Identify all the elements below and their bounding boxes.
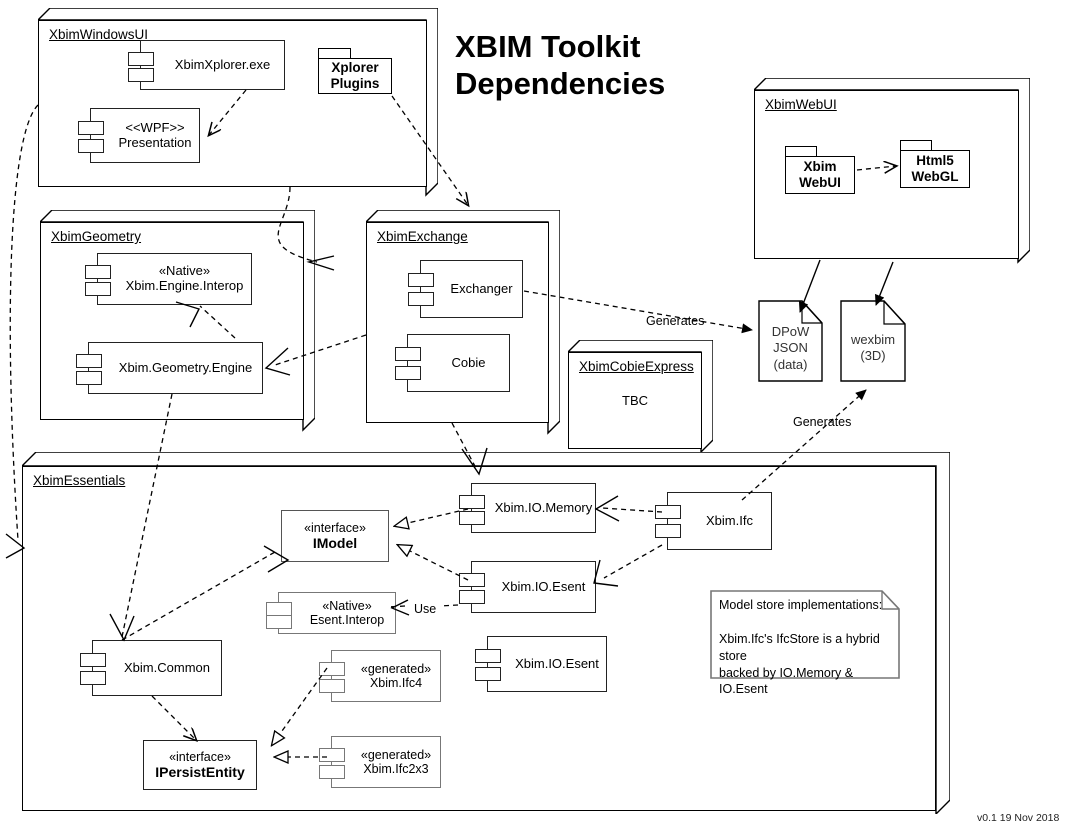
component-xbim-ifc[interactable]: Xbim.Ifc <box>655 492 772 550</box>
component-xbim-io-esent[interactable]: Xbim.IO.Esent <box>459 561 596 613</box>
port-icon <box>80 652 106 667</box>
port-icon <box>78 120 104 135</box>
component-native-xbim-engine-interop[interactable]: «Native» Xbim.Engine.Interop <box>85 253 252 305</box>
component-label: «Native» Esent.Interop <box>309 598 385 627</box>
component-cobie[interactable]: Cobie <box>395 334 510 392</box>
folder-label: Xbim WebUI <box>785 156 855 194</box>
interface-name: IPersistEntity <box>155 764 245 780</box>
folder-html5-webgl[interactable]: Html5 WebGL <box>900 140 970 188</box>
component-xbim-io-memory[interactable]: Xbim.IO.Memory <box>459 483 596 533</box>
port-icon <box>266 615 292 630</box>
xbim-windows-ui-package-title: XbimWindowsUI <box>49 27 149 42</box>
component-label: «generated» Xbim.Ifc2x3 <box>360 747 432 776</box>
xbim-cobie-express-body-text: TBC <box>622 393 648 408</box>
artifact-label: DPoW JSON (data) <box>771 324 810 372</box>
interface-ipersistentity[interactable]: «interface» IPersistEntity <box>143 740 257 790</box>
edge-webui-to-wexbim <box>875 261 894 306</box>
document-shape-icon <box>758 300 823 382</box>
port-icon <box>655 524 681 539</box>
component-generated-xbim-ifc4[interactable]: «generated» Xbim.Ifc4 <box>319 650 441 702</box>
port-icon <box>85 282 111 296</box>
artifact-wexbim[interactable]: wexbim (3D) <box>840 300 906 382</box>
xbim-essentials-package-title: XbimEssentials <box>33 473 126 488</box>
note-model-store: Model store implementations: Xbim.Ifc's … <box>710 590 900 696</box>
folder-xplorer-plugins[interactable]: Xplorer Plugins <box>318 48 392 94</box>
edge-exchange-to-essentials <box>451 422 478 471</box>
port-icon <box>85 265 111 279</box>
port-icon <box>319 662 345 676</box>
port-icon <box>128 67 154 82</box>
component-label: Xbim.IO.Esent <box>501 578 586 594</box>
component-label: <<WPF>> Presentation <box>118 119 192 150</box>
version-stamp: v0.1 19 Nov 2018 <box>977 812 1060 824</box>
port-icon <box>459 510 485 525</box>
port-icon <box>408 273 434 288</box>
artifact-label: wexbim (3D) <box>850 332 896 364</box>
port-icon <box>76 354 102 368</box>
edge-label-generates-dpow: Generates <box>646 314 705 328</box>
note-shape-icon <box>710 590 900 679</box>
port-icon <box>459 573 485 587</box>
component-label: Xbim.IO.Esent <box>515 655 599 671</box>
component-label: Xbim.Ifc <box>706 512 753 528</box>
edge-exchanger-generates-dpow <box>523 290 753 334</box>
component-label: XbimXplorer.exe <box>174 56 271 72</box>
edge-label-generates-wexbim: Generates <box>793 415 852 429</box>
port-icon <box>319 748 345 762</box>
component-native-esent-interop[interactable]: «Native» Esent.Interop <box>266 592 396 634</box>
port-icon <box>80 671 106 686</box>
component-label: Exchanger <box>450 280 513 296</box>
port-icon <box>655 505 681 520</box>
component-label: Xbim.Geometry.Engine <box>118 359 253 375</box>
interface-stereotype: «interface» <box>304 521 366 535</box>
component-label: «generated» Xbim.Ifc4 <box>360 661 432 690</box>
folder-label: Html5 WebGL <box>900 150 970 188</box>
port-icon <box>266 601 292 616</box>
port-icon <box>475 648 501 663</box>
document-shape-icon <box>840 300 906 382</box>
note-text: Model store implementations: Xbim.Ifc's … <box>719 598 883 697</box>
folder-xbim-webui[interactable]: Xbim WebUI <box>785 146 855 194</box>
port-icon <box>475 667 501 682</box>
xbim-cobie-express-package: XbimCobieExpress TBC <box>568 352 702 449</box>
component-xbim-geometry-engine[interactable]: Xbim.Geometry.Engine <box>76 342 263 394</box>
port-icon <box>408 292 434 307</box>
artifact-dpow-json[interactable]: DPoW JSON (data) <box>758 300 823 382</box>
port-icon <box>76 371 102 385</box>
port-icon <box>459 590 485 604</box>
interface-stereotype: «interface» <box>169 750 231 764</box>
xbim-cobie-express-package-title: XbimCobieExpress <box>579 359 694 374</box>
port-icon <box>128 51 154 66</box>
xbim-exchange-package-title: XbimExchange <box>377 229 468 244</box>
arrowhead-windowsui-to-geometry <box>306 255 335 271</box>
component-label: Cobie <box>451 354 486 370</box>
port-icon <box>319 679 345 693</box>
port-icon <box>395 347 421 362</box>
xbim-web-ui-package-title: XbimWebUI <box>765 97 837 112</box>
component-label: Xbim.IO.Memory <box>494 499 593 515</box>
port-icon <box>395 366 421 381</box>
component-exchanger[interactable]: Exchanger <box>408 260 523 318</box>
component-label: «Native» Xbim.Engine.Interop <box>125 263 244 293</box>
port-icon <box>459 494 485 509</box>
component-xbim-common[interactable]: Xbim.Common <box>80 640 222 696</box>
component-wpf-presentation[interactable]: <<WPF>> Presentation <box>78 108 200 163</box>
xbim-exchange-package: XbimExchange <box>366 222 549 423</box>
port-icon <box>319 765 345 779</box>
xbim-geometry-package-title: XbimGeometry <box>51 229 142 244</box>
component-xbim-xplorer-exe[interactable]: XbimXplorer.exe <box>128 40 285 90</box>
component-label: Xbim.Common <box>124 659 210 675</box>
component-generated-xbim-ifc2x3[interactable]: «generated» Xbim.Ifc2x3 <box>319 736 441 788</box>
component-xbim-io-esent-2[interactable]: Xbim.IO.Esent <box>475 636 607 692</box>
port-icon <box>78 138 104 153</box>
page-title: XBIM Toolkit Dependencies <box>455 29 666 102</box>
interface-name: IModel <box>312 535 358 551</box>
folder-label: Xplorer Plugins <box>318 58 392 94</box>
interface-imodel[interactable]: «interface» IModel <box>281 510 389 562</box>
edge-label-use: Use <box>412 602 439 616</box>
